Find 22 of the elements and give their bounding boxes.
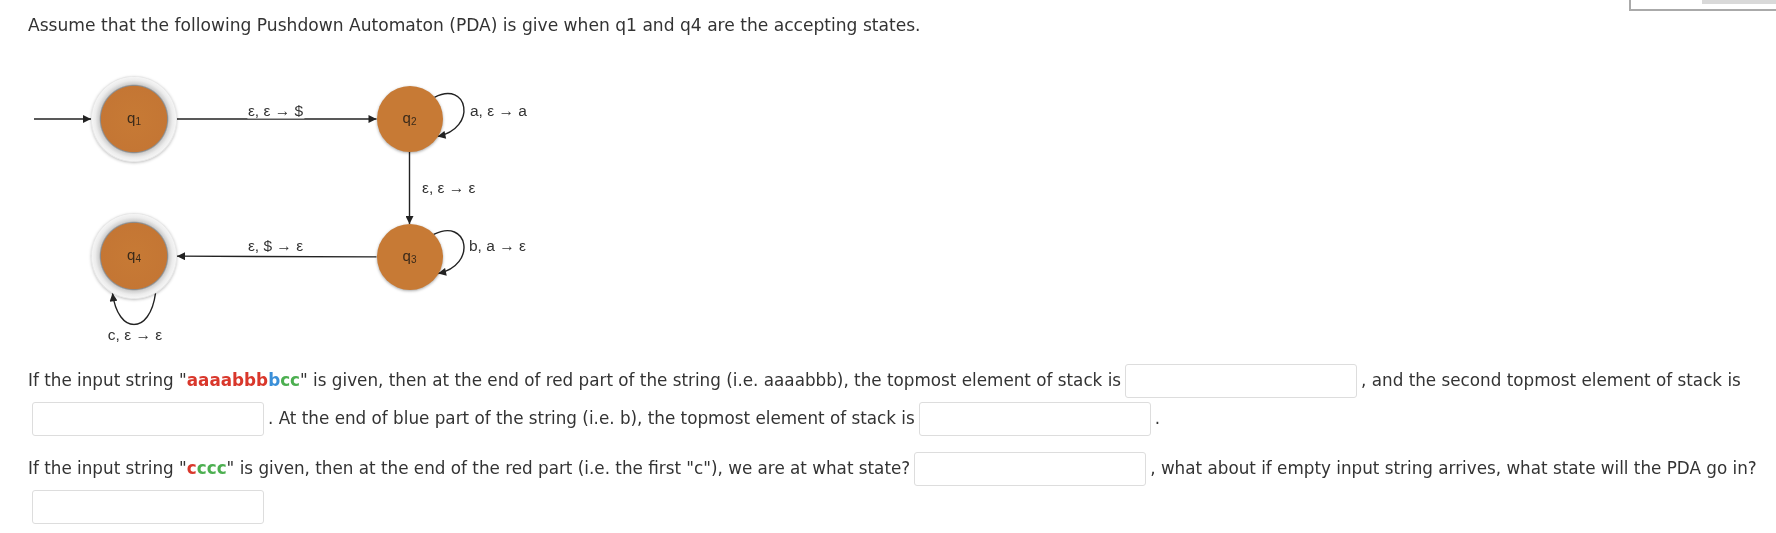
question-text: If the input string "cccc" is given, then at the end of the red part (i.e. the first "c"), we are at what state? [28,458,911,478]
loop-arrow [432,230,465,275]
question-text: , and the second topmost element of stack is [1361,370,1741,390]
state-circle [376,86,443,152]
accepting-state-circle [91,76,177,162]
loop-arrow [110,292,157,326]
start-arrow [33,115,92,123]
state-label: q$_{1}$ [127,108,141,129]
transition-arrow [176,115,378,123]
question-text: . [1154,408,1161,428]
accepting-state-circle [91,213,177,299]
state-label: q$_{3}$ [402,246,417,267]
state-circle [376,224,443,290]
question-text: . At the end of blue part of the string (i.e. b), the topmost element of stack is [268,408,915,428]
transition-arrow [176,252,378,261]
loop-arrow [433,92,465,138]
state-label: q$_{4}$ [127,245,141,266]
instruction-text: Assume that the following Pushdown Automaton (PDA) is give when q1 and q4 are the accepting states. [28,14,921,37]
question-text: If the input string "aaaabbbbcc" is given, then at the end of red part of the string (i.e. aaaabbb), the topmost element of stack is [28,370,1122,390]
question-text: , what about if empty input string arrives, what state will the PDA go in? [1150,458,1757,478]
state-label: q$_{2}$ [402,108,417,129]
transition-arrow [405,151,414,225]
